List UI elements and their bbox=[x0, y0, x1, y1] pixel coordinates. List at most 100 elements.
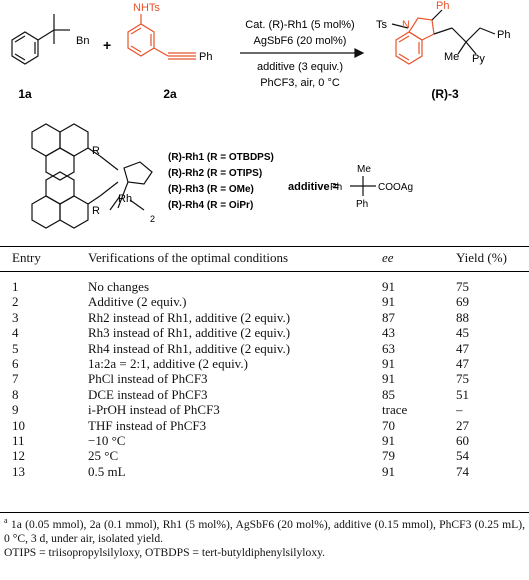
cell-condition: No changes bbox=[88, 279, 150, 294]
catalyst-rh2: (R)-Rh2 (R = OTIPS) bbox=[168, 168, 262, 179]
cell-ee: 85 bbox=[382, 386, 395, 402]
condition-silver: AgSbF6 (20 mol%) bbox=[254, 35, 347, 47]
additive-me: Me bbox=[357, 164, 371, 175]
header-ee: ee bbox=[382, 250, 394, 265]
cell-yield: 74 bbox=[456, 463, 469, 479]
cell-yield: 75 bbox=[456, 279, 469, 294]
product-structure bbox=[391, 9, 496, 65]
cell-entry: 10 bbox=[12, 417, 25, 433]
cell-ee: 63 bbox=[382, 340, 395, 356]
cell-yield: – bbox=[456, 402, 463, 418]
product-ph-top: Ph bbox=[436, 0, 449, 12]
additive-structure bbox=[350, 176, 376, 196]
cell-entry: 11 bbox=[12, 433, 25, 449]
cell-entry: 2 bbox=[12, 294, 19, 310]
label-2a: 2a bbox=[163, 87, 177, 101]
catalyst-rh3: (R)-Rh3 (R = OMe) bbox=[168, 184, 254, 195]
catalyst-rh: Rh bbox=[118, 193, 132, 205]
product-n: N bbox=[402, 19, 410, 31]
reactant-2a-nhts: NHTs bbox=[133, 2, 160, 14]
cell-yield: 45 bbox=[456, 325, 469, 341]
cell-entry: 1 bbox=[12, 279, 19, 294]
cell-entry: 4 bbox=[12, 325, 19, 341]
table-row: 1 No changes 91 75 bbox=[0, 279, 529, 294]
cell-condition: Rh2 instead of Rh1, additive (2 equiv.) bbox=[88, 309, 291, 325]
cell-ee: 91 bbox=[382, 279, 395, 294]
condition-additive: additive (3 equiv.) bbox=[257, 61, 343, 73]
additive-ph-left: Ph bbox=[330, 182, 342, 193]
cell-ee: 91 bbox=[382, 356, 395, 372]
plus-sign: + bbox=[103, 37, 111, 53]
condition-catalyst: Cat. (R)-Rh1 (5 mol%) bbox=[245, 19, 354, 31]
cell-ee: 91 bbox=[382, 371, 395, 387]
reaction-scheme: Bn 1a + NHTs Ph 2a Cat. (R)-Rh1 (5 mol%)… bbox=[11, 0, 510, 229]
table-bottom-rule bbox=[0, 512, 529, 513]
reaction-arrow bbox=[240, 48, 365, 58]
condition-solvent: PhCF3, air, 0 °C bbox=[260, 77, 340, 89]
cell-entry: 8 bbox=[12, 386, 19, 402]
table-header-rule bbox=[0, 271, 529, 272]
catalyst-rh1: (R)-Rh1 (R = OTBDPS) bbox=[168, 152, 274, 163]
table-row: 3 Rh2 instead of Rh1, additive (2 equiv.)… bbox=[0, 310, 529, 325]
table-row: 10 THF instead of PhCF3 70 27 bbox=[0, 418, 529, 433]
reactant-2a-structure bbox=[127, 14, 196, 60]
table-footnote: a 1a (0.05 mmol), 2a (0.1 mmol), Rh1 (5 … bbox=[0, 516, 529, 560]
cell-yield: 47 bbox=[456, 340, 469, 356]
cell-entry: 6 bbox=[12, 356, 19, 372]
footnote-mark: a bbox=[4, 516, 8, 526]
cell-entry: 3 bbox=[12, 309, 19, 325]
additive-group: COOAg bbox=[378, 182, 413, 193]
reactant-2a-ph: Ph bbox=[199, 51, 212, 63]
table-top-rule bbox=[0, 246, 529, 247]
catalyst-structure bbox=[31, 123, 153, 229]
table-row: 6 1a:2a = 2:1, additive (2 equiv.) 91 47 bbox=[0, 356, 529, 371]
cell-ee: 91 bbox=[382, 294, 395, 310]
cell-yield: 51 bbox=[456, 386, 469, 402]
cell-ee: 91 bbox=[382, 433, 395, 449]
product-ts: Ts bbox=[376, 19, 388, 31]
header-conditions: Verifications of the optimal conditions bbox=[88, 250, 289, 265]
cell-entry: 5 bbox=[12, 340, 19, 356]
cell-ee: trace bbox=[382, 402, 408, 418]
cell-ee: 70 bbox=[382, 417, 395, 433]
table-header-row: Entry Verifications of the optimal condi… bbox=[0, 250, 529, 265]
catalyst-r-bottom: R bbox=[92, 205, 100, 217]
cell-condition: Additive (2 equiv.) bbox=[88, 294, 187, 310]
conditions-table: Entry Verifications of the optimal condi… bbox=[0, 250, 529, 265]
cell-ee: 43 bbox=[382, 325, 395, 341]
cell-yield: 47 bbox=[456, 356, 469, 372]
cell-condition: i-PrOH instead of PhCF3 bbox=[88, 402, 220, 418]
cell-condition: DCE instead of PhCF3 bbox=[88, 386, 208, 402]
catalyst-rh4: (R)-Rh4 (R = OiPr) bbox=[168, 200, 253, 211]
label-1a: 1a bbox=[18, 87, 32, 101]
cell-ee: 87 bbox=[382, 309, 395, 325]
cell-yield: 75 bbox=[456, 371, 469, 387]
cell-yield: 54 bbox=[456, 448, 469, 464]
header-entry: Entry bbox=[12, 250, 41, 265]
cell-yield: 27 bbox=[456, 417, 469, 433]
cell-yield: 60 bbox=[456, 433, 469, 449]
cell-yield: 88 bbox=[456, 309, 469, 325]
cell-condition: 25 °C bbox=[88, 448, 119, 464]
footnote-line2: OTIPS = triisopropylsilyloxy, OTBDPS = t… bbox=[4, 546, 326, 559]
catalyst-r-top: R bbox=[92, 145, 100, 157]
product-ph-right: Ph bbox=[497, 29, 510, 41]
additive-ph-bottom: Ph bbox=[356, 199, 368, 210]
cell-ee: 79 bbox=[382, 448, 395, 464]
cell-condition: 0.5 mL bbox=[88, 463, 126, 479]
product-me: Me bbox=[444, 51, 459, 63]
cell-condition: THF instead of PhCF3 bbox=[88, 417, 207, 433]
cell-ee: 91 bbox=[382, 463, 395, 479]
cell-condition: 1a:2a = 2:1, additive (2 equiv.) bbox=[88, 356, 248, 372]
cell-entry: 7 bbox=[12, 371, 19, 387]
additive-label: additive = bbox=[288, 181, 339, 193]
table-row: 8 DCE instead of PhCF3 85 51 bbox=[0, 387, 529, 402]
header-yield: Yield (%) bbox=[456, 250, 507, 265]
